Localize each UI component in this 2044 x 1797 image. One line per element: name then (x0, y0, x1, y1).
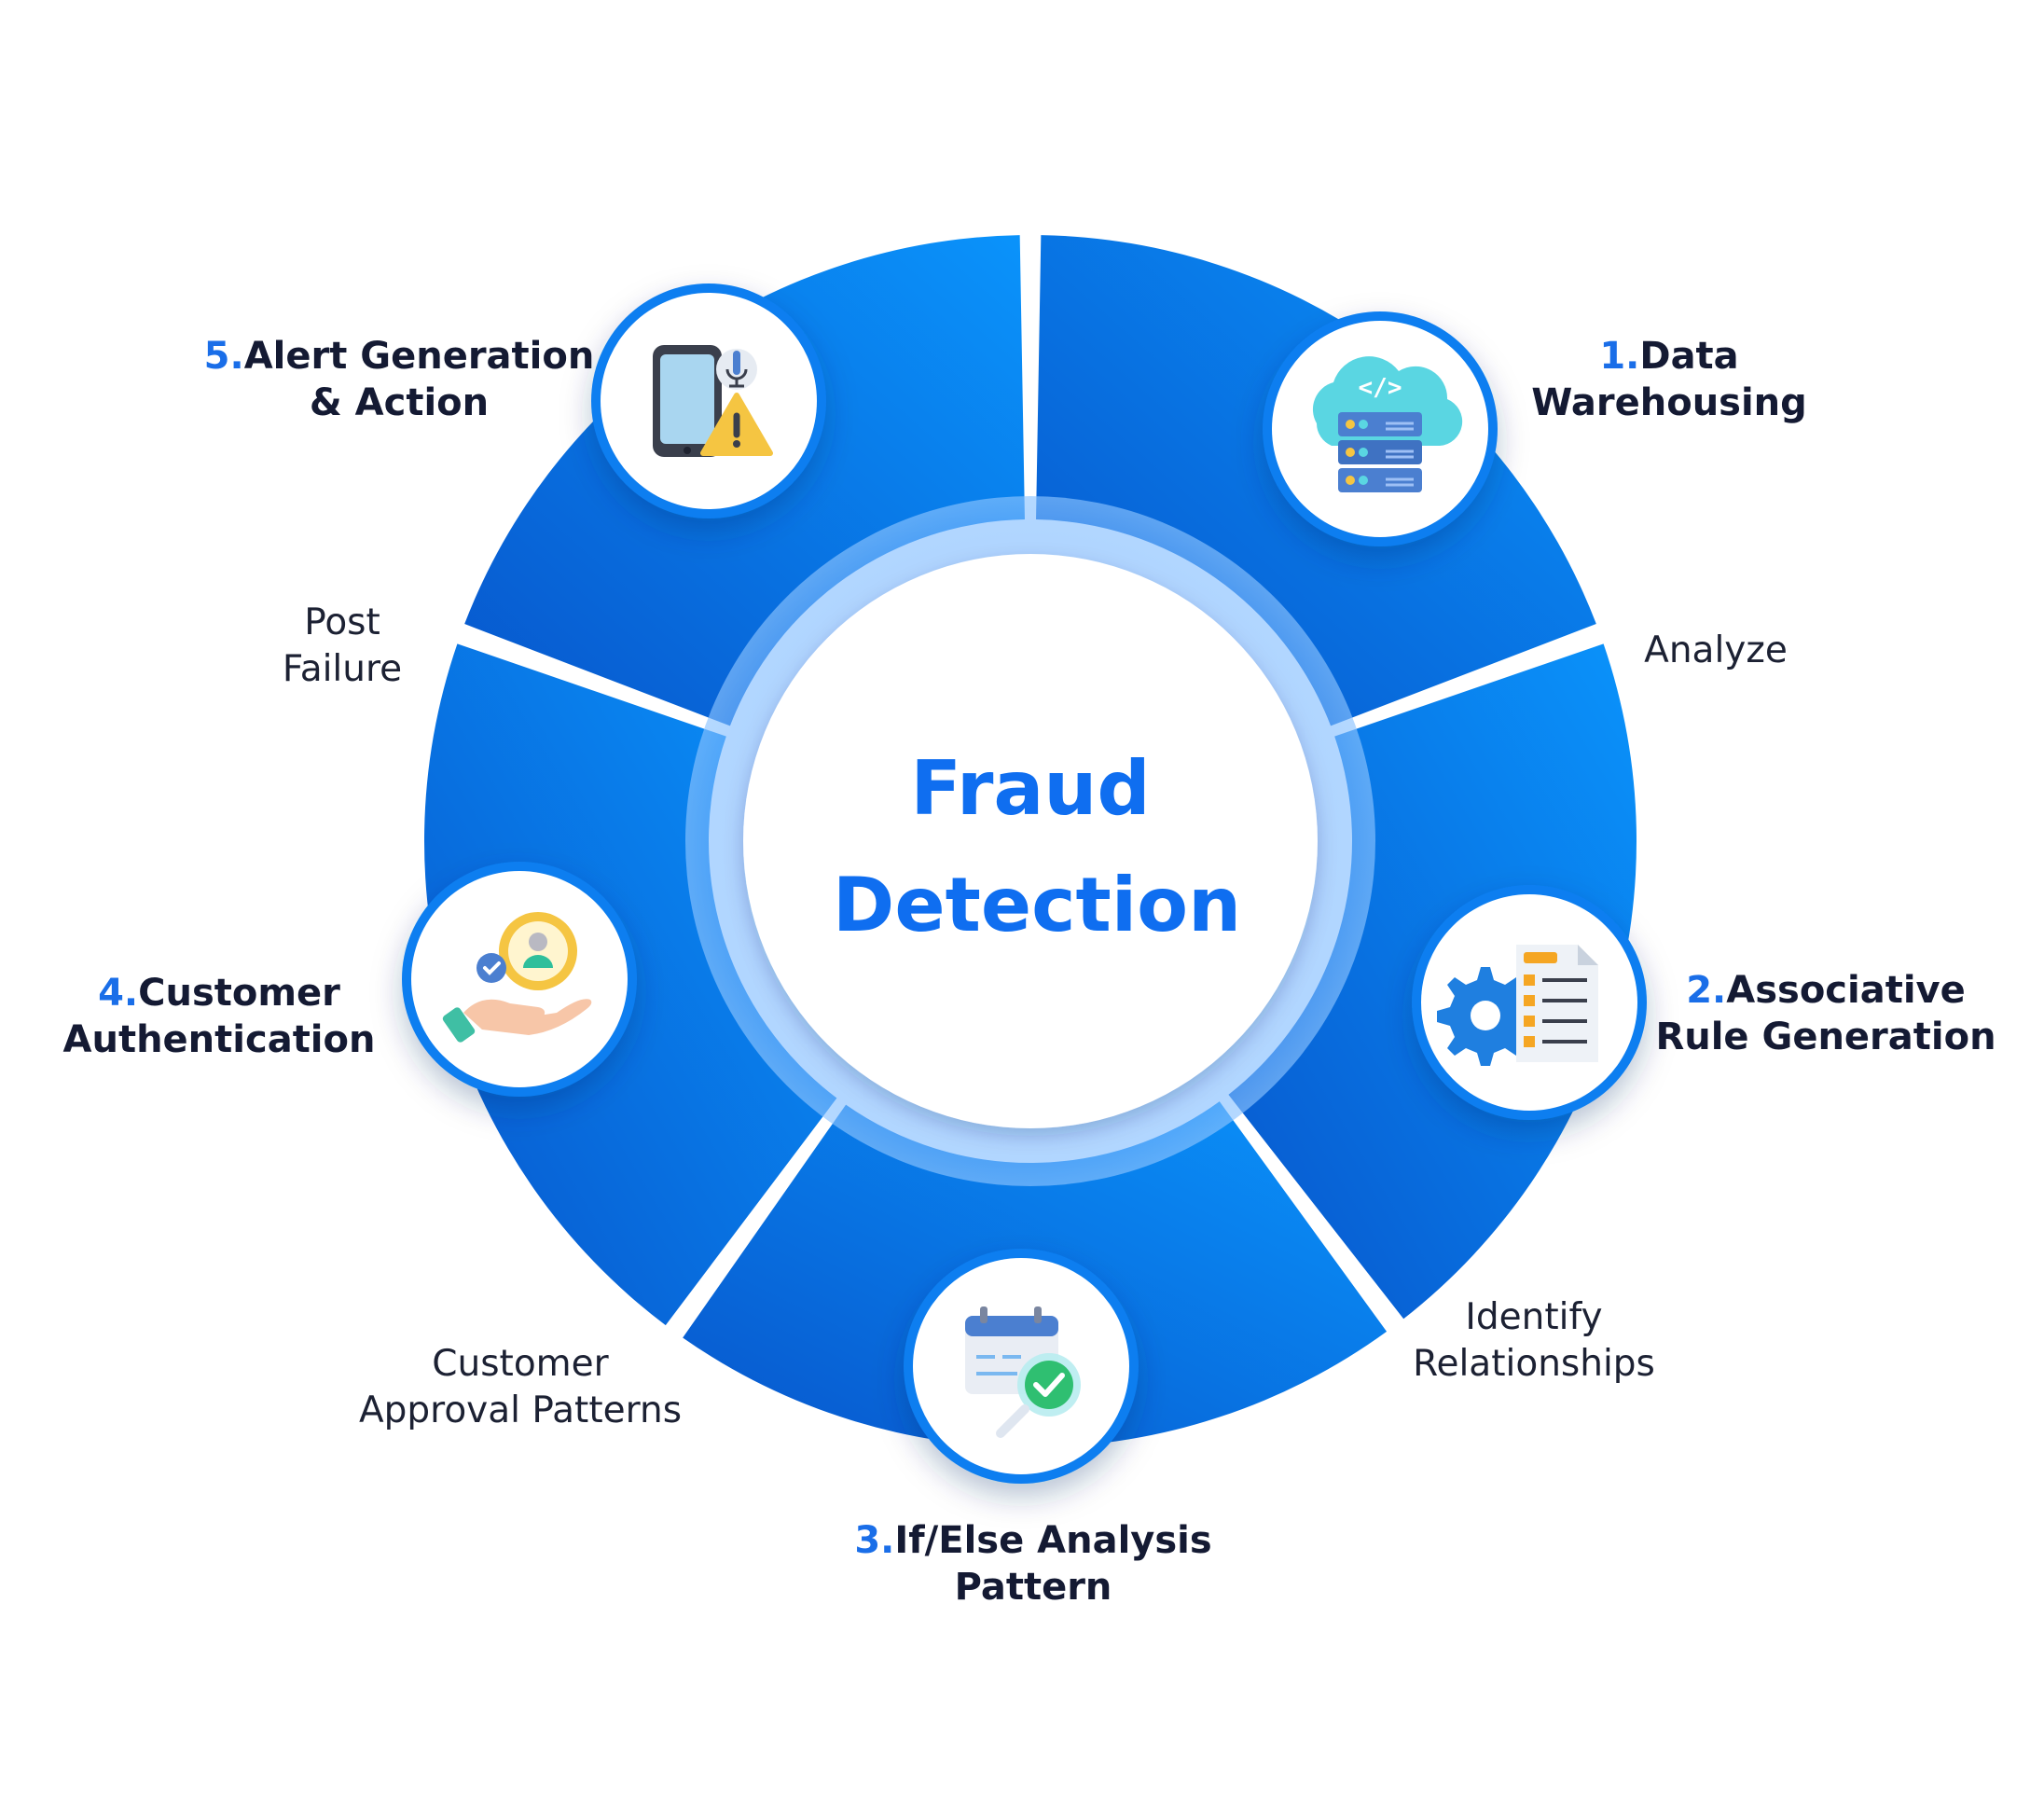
step-1-badge: </> (1263, 311, 1498, 546)
svg-text:4.Customer: 4.Customer (98, 972, 340, 1015)
step-1-title-line-1: Data (1639, 335, 1738, 378)
svg-text:3.If/Else Analysis: 3.If/Else Analysis (854, 1519, 1211, 1562)
connector-post-failure-line-2: Failure (283, 648, 402, 690)
step-5-label: 5.Alert Generation & Action (204, 335, 595, 424)
step-3-label: 3.If/Else Analysis Pattern (854, 1519, 1211, 1609)
step-4-title-line-2: Authentication (63, 1018, 376, 1061)
gear-document-icon (1437, 945, 1598, 1066)
step-5-title-line-2: & Action (310, 381, 489, 424)
step-3-title-line-1: If/Else Analysis (894, 1519, 1211, 1562)
step-4-title-line-1: Customer (138, 972, 340, 1015)
step-3-title-line-2: Pattern (955, 1566, 1112, 1609)
step-5-number: 5. (204, 335, 244, 378)
step-4-label: 4.Customer Authentication (63, 972, 376, 1061)
connector-post-failure-line-1: Post (304, 601, 380, 643)
step-5-badge (591, 283, 826, 518)
svg-text:2.Associative: 2.Associative (1686, 969, 1966, 1012)
step-3-number: 3. (854, 1519, 894, 1562)
step-2-title-line-2: Rule Generation (1655, 1016, 1996, 1058)
center-disc (743, 554, 1318, 1128)
step-3-badge (904, 1249, 1139, 1484)
connector-approval-line-2: Approval Patterns (359, 1389, 682, 1431)
cloud-server-icon: </> (1312, 356, 1463, 492)
calendar-check-search-icon (965, 1306, 1081, 1438)
connector-identify-line-2: Relationships (1413, 1343, 1655, 1385)
connector-approval-line-1: Customer (432, 1343, 609, 1385)
connector-identify-line-1: Identify (1465, 1296, 1602, 1338)
connector-analyze: Analyze (1644, 629, 1788, 671)
center-title-line-1: Fraud (910, 745, 1150, 832)
step-1-label: 1.Data Warehousing (1531, 335, 1807, 424)
step-2-badge (1412, 885, 1647, 1120)
center-title-line-2: Detection (833, 862, 1241, 948)
step-1-title-line-2: Warehousing (1531, 381, 1807, 424)
step-2-title-line-1: Associative (1726, 969, 1966, 1012)
step-2-number: 2. (1686, 969, 1726, 1012)
step-2-label: 2.Associative Rule Generation (1655, 969, 1996, 1058)
step-4-badge (402, 862, 637, 1097)
hand-verified-user-icon (442, 912, 592, 1043)
mobile-warning-icon (653, 345, 773, 457)
svg-text:5.Alert Generation: 5.Alert Generation (204, 335, 595, 378)
step-5-title-line-1: Alert Generation (244, 335, 595, 378)
svg-text:1.Data: 1.Data (1599, 335, 1738, 378)
step-1-number: 1. (1599, 335, 1639, 378)
svg-text:</>: </> (1359, 374, 1402, 402)
step-4-number: 4. (98, 972, 138, 1015)
